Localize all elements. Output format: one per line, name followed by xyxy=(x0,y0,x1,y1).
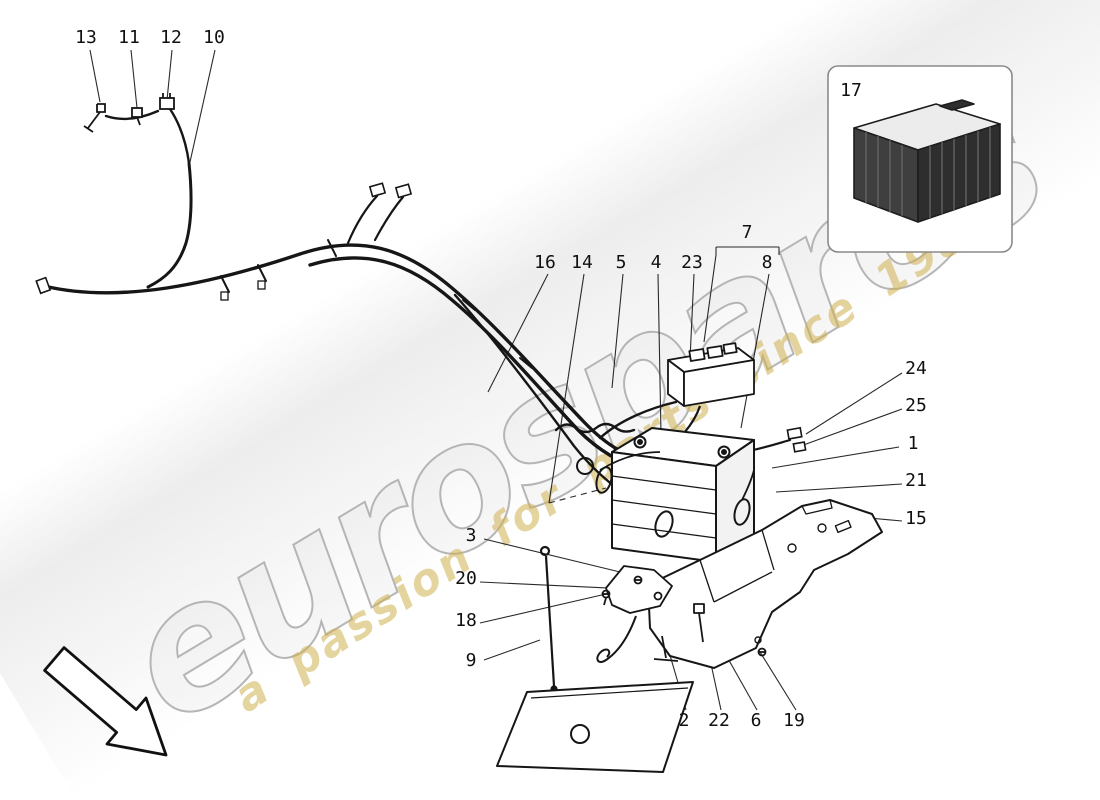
callout-6: 6 xyxy=(750,710,762,731)
callout-19: 19 xyxy=(783,710,805,731)
wiring-harness xyxy=(35,107,807,490)
callout-14: 14 xyxy=(571,252,593,273)
inset-box xyxy=(827,65,1013,253)
callout-17: 17 xyxy=(840,80,862,101)
callout-16: 16 xyxy=(534,252,556,273)
callout-24: 24 xyxy=(905,358,927,379)
callout-3: 3 xyxy=(465,525,477,546)
callout-21: 21 xyxy=(905,470,927,491)
support-rod xyxy=(539,545,558,693)
callout-20: 20 xyxy=(455,568,477,589)
callout-8: 8 xyxy=(761,252,773,273)
battery xyxy=(595,427,755,563)
callout-2: 2 xyxy=(678,710,690,731)
battery-tray xyxy=(647,499,883,669)
callout-12: 12 xyxy=(160,27,182,48)
bracket-and-fasteners xyxy=(596,565,767,663)
callout-18: 18 xyxy=(455,610,477,631)
callout-23: 23 xyxy=(681,252,703,273)
leader-lines xyxy=(89,49,903,711)
battery-cover xyxy=(853,99,1001,223)
callout-11: 11 xyxy=(118,27,140,48)
callout-25: 25 xyxy=(905,395,927,416)
callout-9: 9 xyxy=(465,650,477,671)
callout-10: 10 xyxy=(203,27,225,48)
floor-mat xyxy=(496,681,694,773)
callout-22: 22 xyxy=(708,710,730,731)
callout-4: 4 xyxy=(650,252,662,273)
fuse-box xyxy=(667,342,755,434)
callout-7: 7 xyxy=(741,222,753,243)
callout-15: 15 xyxy=(905,508,927,529)
connector-parts-top-left xyxy=(83,93,175,133)
direction-arrow xyxy=(43,646,168,757)
callout-13: 13 xyxy=(75,27,97,48)
callout-1: 1 xyxy=(907,433,919,454)
callout-5: 5 xyxy=(615,252,627,273)
